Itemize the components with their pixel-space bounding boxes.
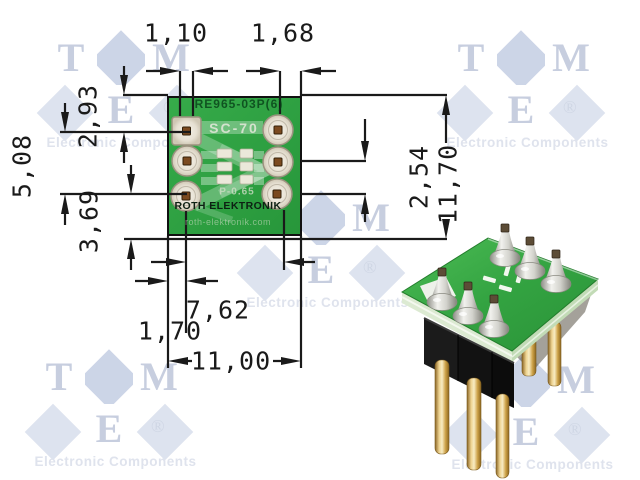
dim-label-2-54: 2,54 (404, 144, 434, 210)
smd-footprint-pads (216, 148, 254, 185)
watermark-caption: Electronic Components (446, 135, 609, 150)
pcb-website-label: roth-elektronik.com (184, 217, 272, 227)
dim-label-1-68: 1,68 (250, 18, 316, 48)
dim-label-7-62: 7,62 (185, 295, 251, 325)
registered-mark: ® (363, 257, 377, 277)
dim-label-1-70: 1,70 (137, 316, 203, 346)
registered-mark: ® (151, 416, 165, 436)
watermark-letter-t: T (445, 33, 497, 82)
watermark-caption: Electronic Components (451, 457, 614, 472)
dim-label-11-70: 11,70 (433, 143, 463, 225)
watermark-caption: Electronic Components (34, 454, 197, 469)
dim-label-5-08: 5,08 (7, 133, 37, 199)
watermark-letter-e: E (495, 85, 547, 134)
watermark-letter-e: E (95, 85, 147, 134)
dim-label-2-93: 2,93 (73, 83, 103, 149)
dim-label-3-69: 3,69 (74, 188, 104, 254)
dimension-arrowheads (61, 67, 450, 365)
component-photo (401, 223, 599, 479)
pin-header-spacers (423, 317, 515, 408)
watermark-letter-m: M (545, 33, 597, 82)
pcb-board (167, 96, 302, 236)
watermark-letter-e: E (295, 245, 347, 294)
pcb-manufacturer-label: ROTH ELEKTRONIK (174, 200, 282, 212)
trace-stubs (201, 151, 264, 185)
tme-watermark-bottom-left: T M E ® Electronic Components (24, 349, 198, 477)
pcb-pads (170, 114, 294, 212)
watermark-letter-e: E (83, 404, 135, 453)
solder-cones (426, 223, 572, 338)
pcb-part-number: RE965-03P(6) (194, 97, 284, 111)
watermark-letter-t: T (33, 352, 85, 401)
dim-label-1-10: 1,10 (143, 18, 209, 48)
registered-mark: ® (563, 97, 577, 117)
dim-label-11-00: 11,00 (190, 346, 272, 376)
pcb-package-label: SC-70 (209, 120, 259, 136)
pcb-pitch-label: P-0.65 (219, 186, 255, 198)
tme-watermark-top-left: T M E ® Electronic Components (36, 30, 210, 158)
watermark-letter-m: M (145, 33, 197, 82)
watermark-letter-t: T (45, 33, 97, 82)
gold-pins (434, 359, 510, 479)
registered-mark: ® (568, 419, 582, 439)
tme-watermark-top-right: T M E ® Electronic Components (436, 30, 610, 158)
dimension-lines (60, 66, 448, 368)
watermark-letter-m: M (345, 193, 397, 242)
watermark-caption: Electronic Components (246, 295, 409, 310)
